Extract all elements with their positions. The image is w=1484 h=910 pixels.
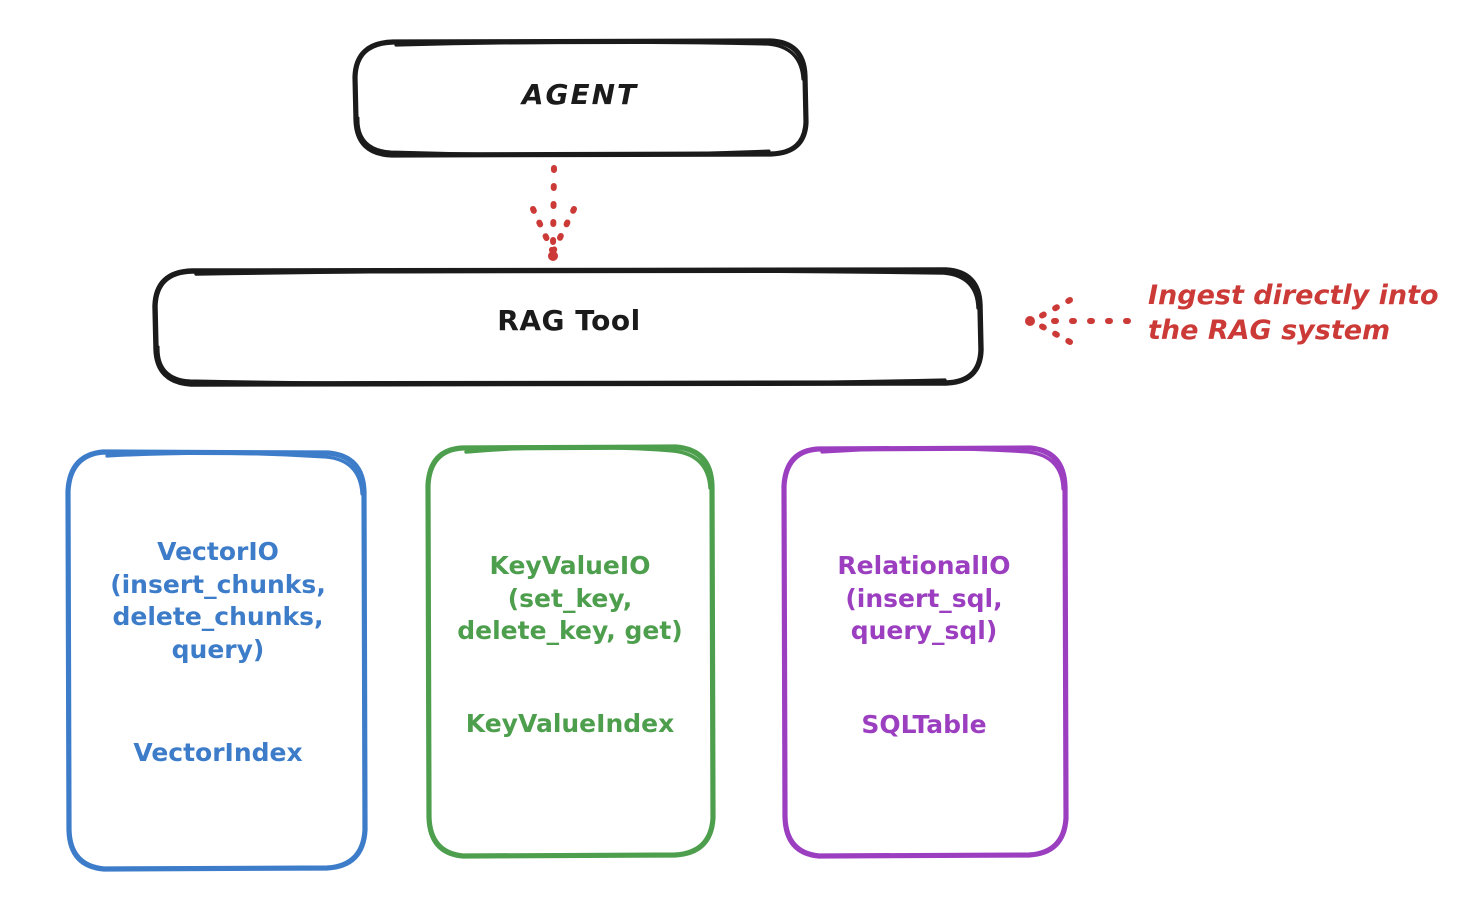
rag-tool-box[interactable] xyxy=(152,267,984,387)
key-value-io-box[interactable] xyxy=(425,444,716,859)
connector-ingest-to-rag-tool xyxy=(1025,297,1131,345)
agent-box[interactable] xyxy=(352,38,809,158)
relational-io-box[interactable] xyxy=(781,445,1069,859)
vector-io-box[interactable] xyxy=(65,449,368,872)
connector-agent-to-rag-tool xyxy=(530,165,577,261)
